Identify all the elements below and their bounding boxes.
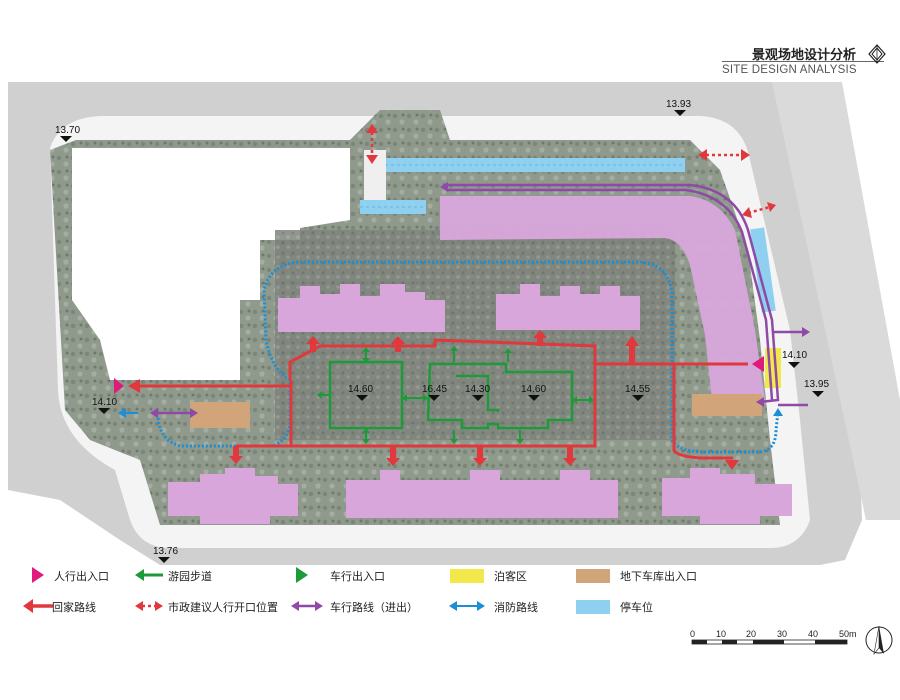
garden-path-arrows bbox=[317, 346, 594, 444]
scale-tick-label: 0 bbox=[690, 629, 695, 639]
page-title-en: SITE DESIGN ANALYSIS bbox=[722, 64, 857, 76]
elevation-marker: 14.55 bbox=[625, 384, 650, 401]
scale-tick-label: 40 bbox=[808, 629, 818, 639]
north-arrow-icon bbox=[865, 625, 893, 656]
elevation-label: 14.60 bbox=[348, 384, 373, 395]
elevation-label: 13.70 bbox=[55, 125, 80, 136]
elevation-marker: 14.10 bbox=[92, 397, 117, 414]
building-b bbox=[496, 284, 640, 330]
elevation-label: 13.93 bbox=[666, 99, 691, 110]
elevation-label: 13.95 bbox=[804, 379, 829, 390]
pedestrian-entrances bbox=[114, 356, 764, 394]
fire-route-arrows bbox=[118, 408, 783, 418]
building-d bbox=[346, 470, 618, 518]
elevation-marker: 13.95 bbox=[804, 379, 829, 397]
garden-path bbox=[328, 360, 574, 430]
building-a bbox=[278, 284, 445, 332]
vehicle-route bbox=[150, 182, 810, 418]
building-north-bar bbox=[440, 196, 765, 400]
elevation-label: 14.30 bbox=[465, 384, 490, 395]
scale-tick-label: 50m bbox=[839, 629, 857, 639]
buildings bbox=[168, 196, 792, 524]
elevation-marker: 14.60 bbox=[348, 384, 373, 401]
building-e bbox=[662, 468, 792, 524]
scale-bar: 0 10 20 30 40 50m bbox=[690, 629, 857, 645]
scale-tick-label: 10 bbox=[716, 629, 726, 639]
elevation-label: 13.76 bbox=[153, 546, 178, 557]
elevation-marker: 13.70 bbox=[55, 125, 80, 142]
elevation-marker: 14.60 bbox=[521, 384, 546, 401]
elevation-marker: 14.10 bbox=[782, 350, 807, 368]
elevation-markers: 13.70 13.93 14.10 14.60 16.45 14.30 14.6… bbox=[55, 99, 829, 563]
garage-ramp-west bbox=[190, 402, 250, 428]
parking-areas bbox=[360, 158, 776, 313]
garage-ramp-east bbox=[692, 394, 762, 416]
elevation-label: 14.10 bbox=[92, 397, 117, 408]
diamond-logo-icon bbox=[868, 44, 886, 64]
garage-ramps bbox=[190, 394, 762, 428]
elevation-marker: 13.76 bbox=[153, 546, 178, 563]
municipal-openings bbox=[366, 124, 776, 218]
scale-tick-label: 30 bbox=[777, 629, 787, 639]
elevation-label: 14.60 bbox=[521, 384, 546, 395]
scale-tick-label: 20 bbox=[746, 629, 756, 639]
elevation-marker: 13.93 bbox=[666, 99, 691, 116]
elevation-marker: 16.45 bbox=[422, 384, 447, 401]
elevation-label: 16.45 bbox=[422, 384, 447, 395]
elevation-marker: 14.30 bbox=[465, 384, 490, 401]
title-divider bbox=[722, 61, 884, 62]
building-c bbox=[168, 468, 298, 524]
elevation-label: 14.10 bbox=[782, 350, 807, 361]
elevation-label: 14.55 bbox=[625, 384, 650, 395]
home-route-arrows bbox=[128, 330, 739, 470]
north-drive bbox=[364, 150, 386, 200]
page-title-cn: 景观场地设计分析 bbox=[752, 48, 857, 63]
